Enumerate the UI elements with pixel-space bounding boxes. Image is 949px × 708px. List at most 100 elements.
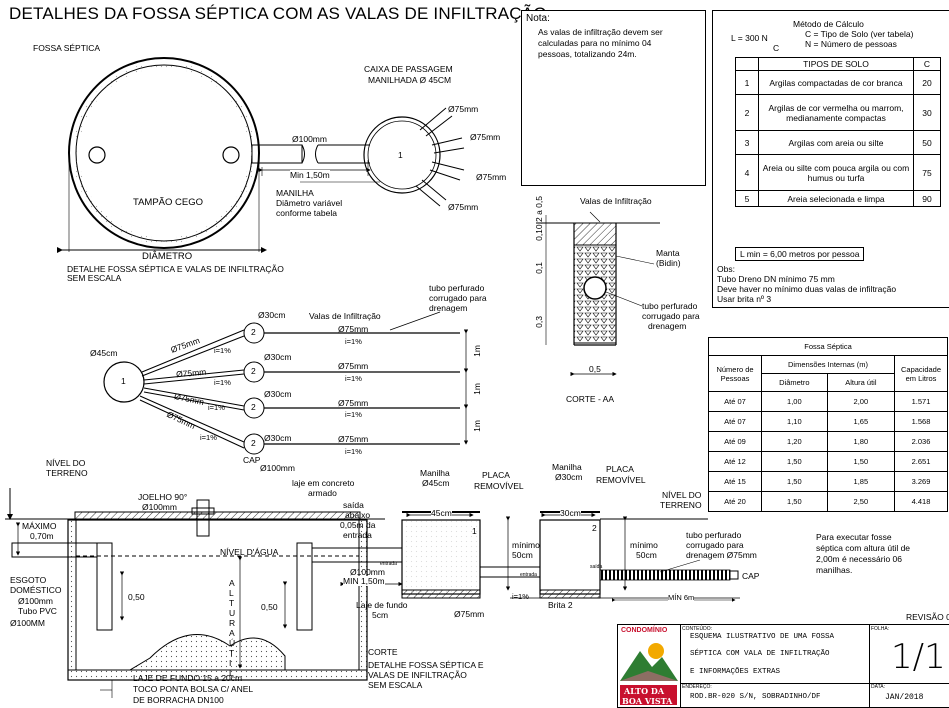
fs-c: 4.418 (894, 491, 948, 512)
soil-c: 90 (913, 190, 941, 207)
brand-2: ALTO DA (624, 686, 665, 696)
soil-header-c: C (913, 57, 941, 71)
corte-2: DETALHE FOSSA SÉPTICA E (368, 660, 484, 670)
th-cap: Capacidade em Litros (894, 355, 948, 392)
manilha45-1: Manilha (420, 468, 450, 478)
one-m-3: 1m (472, 420, 482, 432)
slope-1: i=1% (345, 337, 362, 346)
note-box: Nota: As valas de infiltração devem ser … (521, 10, 706, 186)
placa1-2: REMOVÍVEL (474, 481, 524, 491)
exec-note: Para executar fosse séptica com altura ú… (812, 530, 942, 586)
n-def: N = Número de pessoas (805, 39, 897, 49)
nivel-agua: NÍVEL D'ÁGUA (220, 547, 279, 557)
folha-value: 1/1 (891, 637, 946, 677)
lmin-box: L min = 6,00 metros por pessoa (735, 247, 865, 261)
d75-e: Ø75mm (338, 324, 369, 334)
brita-label: Brita 2 (548, 600, 573, 610)
d30-1: Ø30cm (258, 310, 286, 320)
manilha30-2: Ø30cm (555, 472, 583, 482)
fossa-plan (57, 57, 465, 253)
soil-tipo: Areia ou silte com pouca argila ou com h… (758, 154, 914, 191)
d30-4: Ø30cm (264, 433, 292, 443)
soil-n: 2 (735, 94, 759, 131)
valas-tubo3: drenagem (429, 303, 468, 313)
slope-d: i=1% (200, 433, 217, 442)
note-title: Nota: (526, 13, 550, 24)
section-d75: Ø75mm (454, 609, 485, 619)
laje-fundo-1: LAJE DE FUNDO 15 a 20cm (133, 673, 243, 683)
laje-fundo-3: DE BORRACHA DN100 (133, 695, 224, 705)
maximo-2: 0,70m (30, 531, 54, 541)
laje-fundo5-1: Laje de fundo (356, 600, 408, 610)
esgoto-4: Tubo PVC (18, 606, 57, 616)
brand-banner (620, 685, 677, 705)
slope-c: i=1% (208, 403, 225, 412)
pipe-diam: Ø100mm (292, 134, 327, 144)
soil-c: 75 (913, 154, 941, 191)
dim-050-b: 0,50 (261, 602, 278, 612)
esgoto-3: Ø100mm (18, 596, 53, 606)
altura-util: ALTURA ÚTIL (229, 578, 238, 678)
one-m-2: 1m (472, 383, 482, 395)
data-label: DATA: (871, 684, 885, 690)
exec-2: séptica com altura útil de (816, 543, 911, 553)
saida-tag: saída (590, 564, 603, 570)
one-m-1: 1m (472, 345, 482, 357)
laje-1: laje em concreto (292, 478, 355, 488)
outlet-3: Ø75mm (476, 172, 507, 182)
fs-c: 2.651 (894, 451, 948, 472)
valas-title: Valas de Infiltração (309, 311, 381, 321)
cap-label: CAP (243, 455, 261, 465)
fs-p: Até 15 (708, 471, 762, 492)
manta-label: Manta (656, 248, 680, 258)
fs-a: 1,85 (826, 471, 896, 492)
endereco-cell: ENDEREÇO: ROD.BR-020 S/N, SOBRADINHO/DF (680, 683, 870, 707)
drawing-title: DETALHES DA FOSSA SÉPTICA COM AS VALAS D… (9, 4, 547, 23)
esgoto-1: ESGOTO (10, 575, 47, 585)
brand-logo: CONDOMÍNIO ALTO DA BOA VISTA (618, 625, 681, 707)
manilha30-1: Manilha (552, 462, 582, 472)
corte-aa-label: CORTE - AA (566, 394, 615, 404)
entrada-tag: entrada (380, 561, 397, 567)
tubo-s-3: drenagem Ø75mm (686, 550, 757, 560)
c-def: C = Tipo de Solo (ver tabela) (805, 29, 914, 39)
title-block: CONDOMÍNIO ALTO DA BOA VISTA CONTEÚDO: E… (617, 624, 949, 708)
node-2b: 2 (251, 366, 256, 376)
fs-a: 1,65 (826, 411, 896, 432)
tubo-s-2: corrugado para (686, 540, 744, 550)
saida-3: 0,05m da (340, 520, 376, 530)
dim-mid: 0,1 (534, 262, 544, 274)
plan-caption-1: DETALHE FOSSA SÉPTICA E VALAS DE INFILTR… (67, 264, 284, 274)
section-d100: Ø100mm (350, 567, 385, 577)
fossa-table: Fossa Séptica Número de Pessoas Dimensõe… (708, 320, 948, 512)
calc-box: Método de Cálculo L = 300 N C C = Tipo d… (712, 10, 949, 308)
obs-3: Usar brita nº 3 (717, 294, 772, 304)
corte-4: SEM ESCALA (368, 680, 423, 690)
laje-fundo-2: TOCO PONTA BOLSA C/ ANEL (133, 684, 254, 694)
note-line-1: As valas de infiltração devem ser (538, 27, 663, 37)
soil-c: 30 (913, 94, 941, 131)
entrada-tag-2: entrada (520, 572, 537, 578)
th-diam: Diâmetro (761, 373, 828, 392)
fs-a: 2,00 (826, 391, 896, 412)
maximo-1: MÁXIMO (22, 521, 57, 531)
laje-fundo5-2: 5cm (372, 610, 389, 620)
saida-4: entrada (343, 530, 372, 540)
placa2-1: PLACA (606, 464, 634, 474)
manilha-sub1: Diâmetro variável (276, 198, 343, 208)
laje-2: armado (308, 488, 337, 498)
conteudo-label: CONTEÚDO: (682, 626, 712, 632)
minimo1-1: mínimo (512, 540, 540, 550)
soil-tipo: Argilas de cor vermelha ou marrom, media… (758, 94, 914, 131)
manilha-sub2: conforme tabela (276, 208, 337, 218)
valas-tubo2: corrugado para (429, 293, 487, 303)
slope-a: i=1% (214, 346, 231, 355)
d75-h: Ø75mm (338, 434, 369, 444)
outlet-4: Ø75mm (448, 202, 479, 212)
outlet-2: Ø75mm (470, 132, 501, 142)
revisao: REVISÃO 0 (906, 612, 949, 622)
node-2c: 2 (251, 402, 256, 412)
outlet-1: Ø75mm (448, 104, 479, 114)
d75-f: Ø75mm (338, 361, 369, 371)
